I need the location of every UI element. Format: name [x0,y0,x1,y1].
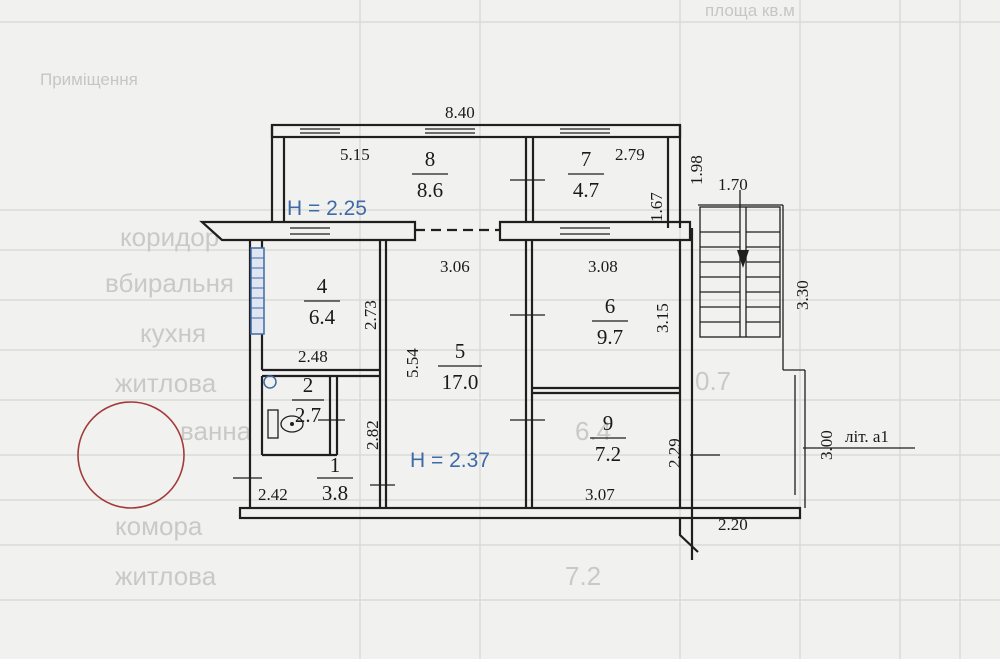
room-1-area: 3.8 [322,481,348,505]
dim-1-98: 1.98 [687,155,706,185]
dim-5-54: 5.54 [403,348,422,378]
boiler-icon [263,375,277,389]
room-9-number: 9 [603,411,614,435]
room-9-area: 7.2 [595,442,621,466]
dim-3-06: 3.06 [440,257,470,276]
dim-1-70: 1.70 [718,175,748,194]
dim-5-15: 5.15 [340,145,370,164]
room-1: 1 3.8 [317,453,353,505]
ceiling-height-lower: H = 2.37 [410,449,490,472]
bg-row-1: вбиральня [105,268,234,298]
bg-row-6: житлова [115,561,217,591]
room-6-area: 9.7 [597,325,623,349]
ceiling-height-upper: H = 2.25 [287,197,367,220]
room-8-area: 8.6 [417,178,443,202]
room-4-area: 6.4 [309,305,336,329]
walls [199,123,806,560]
bg-value-0: 0.7 [695,366,731,396]
dim-2-79: 2.79 [615,145,645,164]
room-1-number: 1 [330,453,341,477]
room-8-number: 8 [425,147,436,171]
bg-col-header: площа кв.м [705,1,795,20]
room-2-number: 2 [303,373,314,397]
room-6: 6 9.7 [592,294,628,349]
room-8: 8 8.6 [412,147,448,202]
dim-2-82: 2.82 [363,420,382,450]
stair-arrow-icon [737,250,749,268]
room-5: 5 17.0 [438,339,482,394]
bg-header: Приміщення [40,70,138,89]
room-2-area: 2.7 [295,403,321,427]
room-4: 4 6.4 [304,274,340,329]
bg-value-1: 6.4 [575,416,611,446]
room-6-number: 6 [605,294,616,318]
dim-3-08: 3.08 [588,257,618,276]
radiator-icon [250,247,265,335]
dim-2-20: 2.20 [718,515,748,534]
dim-overall-width: 8.40 [445,103,475,122]
stamp-circle [77,401,185,509]
bg-value-2: 7.2 [565,561,601,591]
door-marks [233,179,915,486]
annex-label: літ. а1 [845,427,889,446]
dim-3-30: 3.30 [793,280,812,310]
bg-row-5: комора [115,511,203,541]
toilet-icon [267,409,304,439]
bg-row-3: житлова [115,368,217,398]
bg-row-2: кухня [140,318,206,348]
dim-2-48: 2.48 [298,347,328,366]
room-7: 7 4.7 [568,147,604,202]
room-7-number: 7 [581,147,592,171]
staircase [700,190,780,337]
room-4-number: 4 [317,274,328,298]
dim-2-42: 2.42 [258,485,288,504]
dim-2-29: 2.29 [665,438,684,468]
room-5-number: 5 [455,339,466,363]
dim-3-00: 3.00 [817,430,836,460]
room-9: 9 7.2 [590,411,626,466]
dim-3-07: 3.07 [585,485,615,504]
bg-row-0: коридор [120,222,219,252]
bg-row-4: ванна [180,416,252,446]
room-7-area: 4.7 [573,178,599,202]
room-2: 2 2.7 [292,373,324,427]
dim-3-15: 3.15 [653,303,672,333]
dim-1-67: 1.67 [647,192,666,222]
dim-2-73: 2.73 [361,300,380,330]
room-5-area: 17.0 [442,370,479,394]
